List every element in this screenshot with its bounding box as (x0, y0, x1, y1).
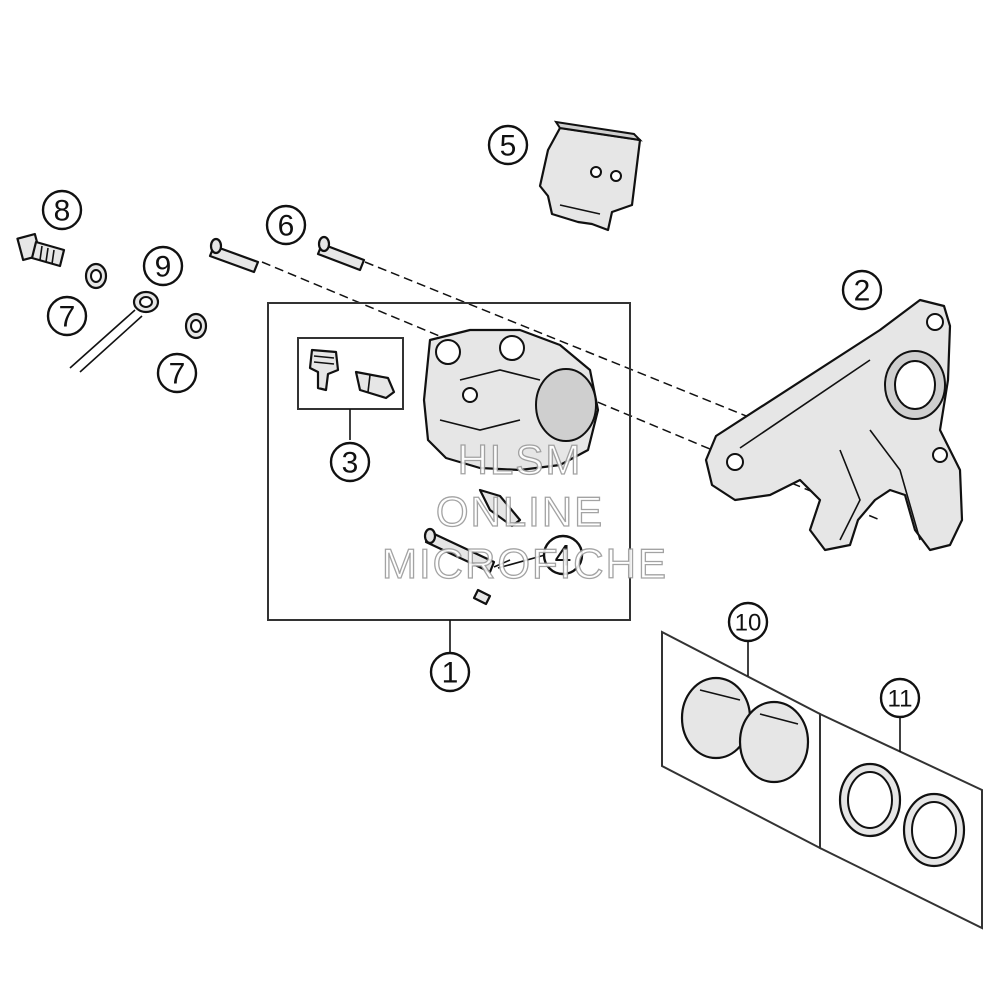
callout-10-label: 10 (735, 610, 762, 637)
callout-4: 4 (542, 534, 584, 576)
piston-kit (661, 630, 821, 850)
caliper-bracket (704, 298, 964, 552)
spring-clip (308, 348, 340, 392)
guide-pin-left (208, 237, 260, 274)
callout-1: 1 (429, 651, 471, 693)
leader-4 (497, 554, 546, 569)
guide-pin-right (316, 235, 366, 272)
callout-6: 6 (265, 204, 307, 246)
callout-5-label: 5 (500, 130, 517, 163)
callout-11-label: 11 (888, 686, 913, 713)
callout-3-label: 3 (342, 447, 359, 480)
watermark-line-1: HLSM (458, 436, 583, 483)
bleeder-screw (16, 232, 66, 268)
watermark-line-3: MICROFICHE (382, 540, 668, 587)
callout-3: 3 (329, 441, 371, 483)
callout-7-lower: 7 (156, 352, 198, 394)
brake-line (69, 290, 160, 373)
callout-10: 10 (727, 601, 769, 643)
caliper-assembly-frame (267, 302, 631, 621)
retaining-pin (423, 527, 511, 606)
callout-8-label: 8 (54, 195, 71, 228)
callout-2: 2 (841, 269, 883, 311)
pad-spring (478, 488, 522, 528)
seal-kit (819, 712, 983, 930)
callout-7-lower-label: 7 (169, 358, 186, 391)
callout-6-label: 6 (278, 210, 295, 243)
callout-4-label: 4 (555, 540, 572, 573)
bleeder-valve (354, 370, 396, 400)
watermark-line-2: ONLINE (436, 488, 604, 535)
watermark: HLSM ONLINE MICROFICHE (381, 435, 668, 587)
callout-7-upper-label: 7 (59, 301, 76, 334)
callout-2-label: 2 (854, 275, 871, 308)
callout-9: 9 (142, 245, 184, 287)
callout-8: 8 (41, 189, 83, 231)
callout-1-label: 1 (442, 657, 459, 690)
callout-7-upper: 7 (46, 295, 88, 337)
caliper-body (422, 328, 600, 472)
callout-11: 11 (879, 677, 921, 719)
callout-9-label: 9 (155, 251, 172, 284)
callout-5: 5 (487, 124, 529, 166)
brake-pads (538, 120, 643, 232)
